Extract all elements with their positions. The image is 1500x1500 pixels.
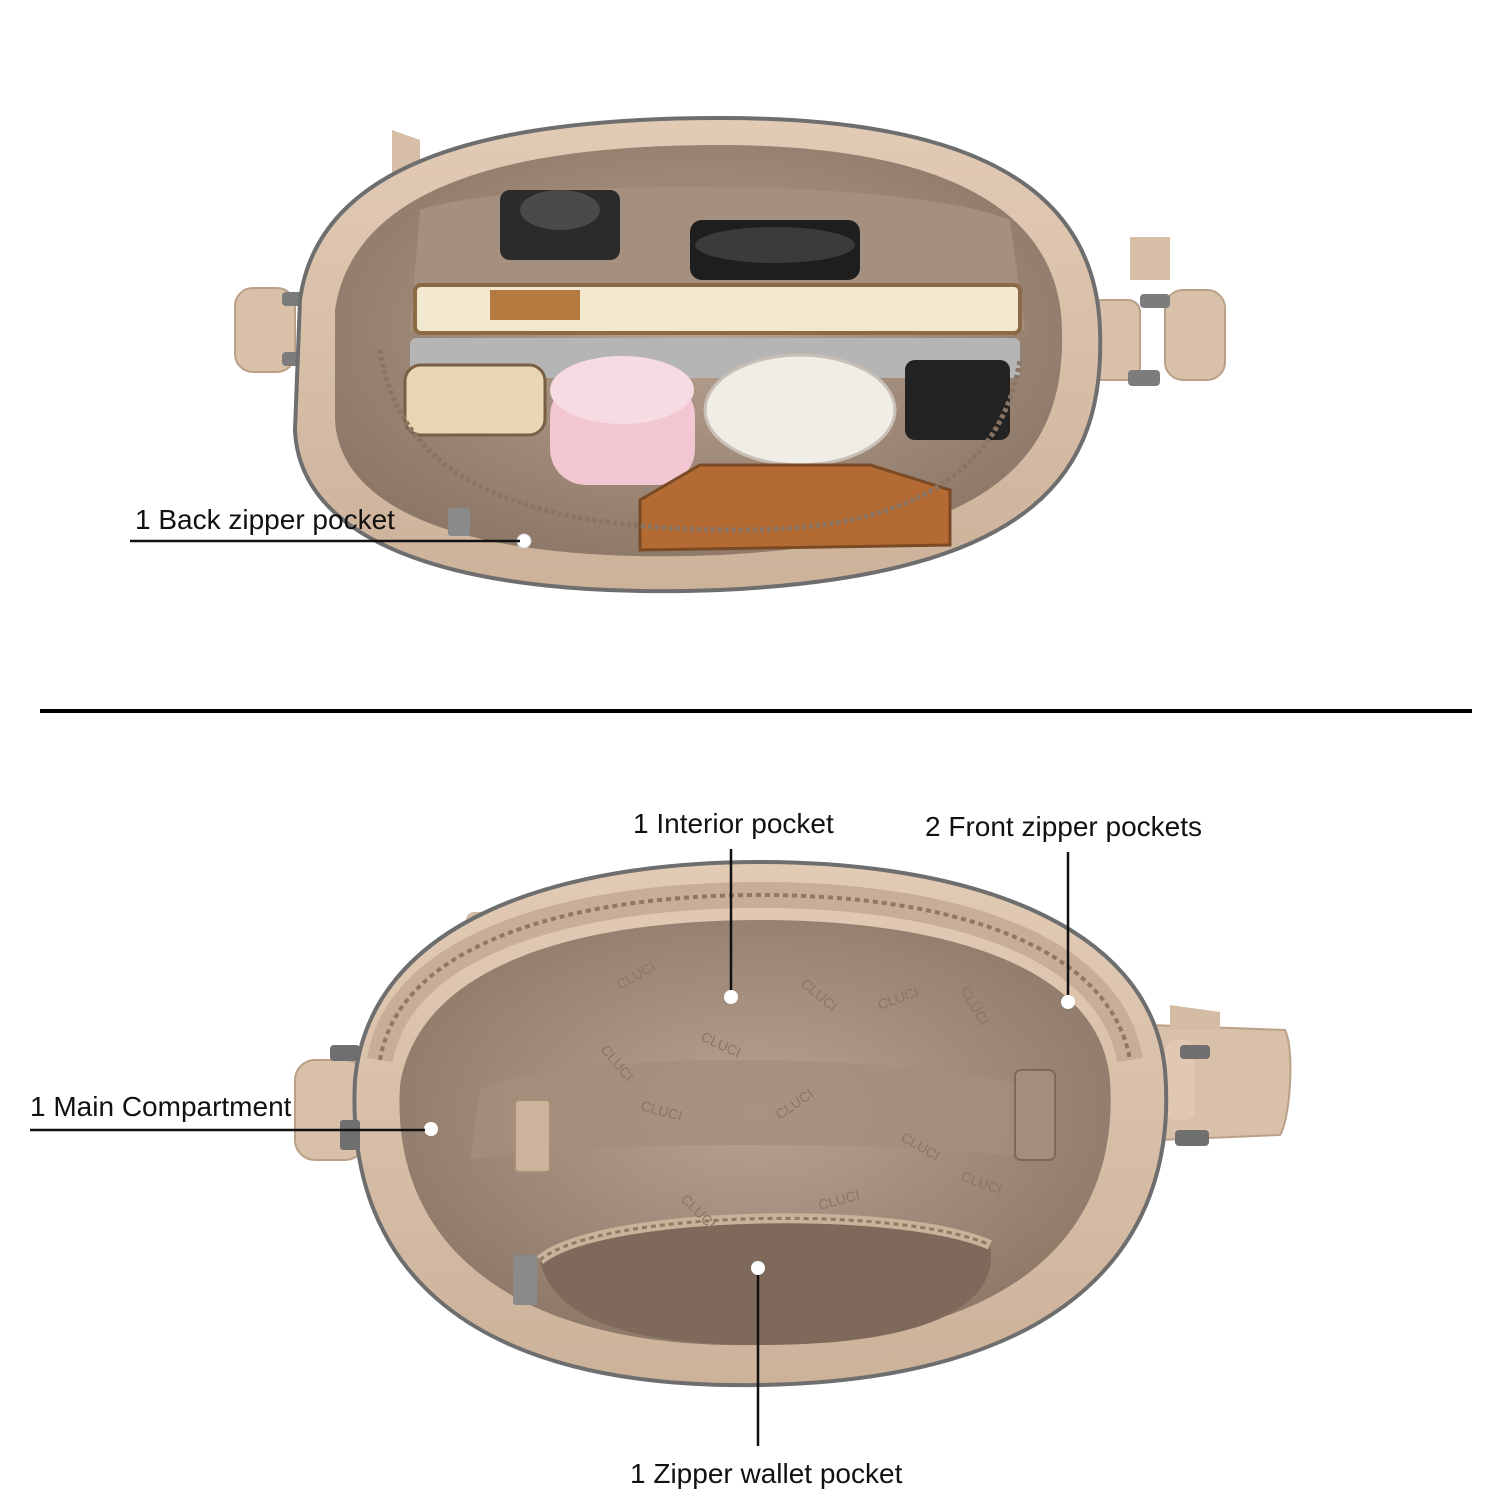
marker-wallet-pocket [751, 1261, 765, 1275]
top-bag [234, 115, 1226, 594]
label-zipper-wallet-pocket: 1 Zipper wallet pocket [630, 1458, 903, 1489]
marker-main-compartment [424, 1122, 438, 1136]
wallet [638, 463, 952, 552]
tape-measure [403, 363, 547, 437]
zipper-pull-top [448, 508, 470, 536]
zipper-pull-bottom [513, 1255, 537, 1305]
pink-jar [550, 356, 695, 485]
black-case [905, 360, 1010, 440]
tablet [410, 338, 1020, 378]
strap-right-bottom [1148, 1005, 1292, 1146]
label-front-zipper-pockets: 2 Front zipper pockets [925, 811, 1203, 842]
wallet-pocket [540, 1218, 992, 1345]
marker-interior-pocket [724, 990, 738, 1004]
label-back-zipper-pocket: 1 Back zipper pocket [135, 504, 395, 535]
marker-front-zipper [1061, 995, 1075, 1009]
interior-pocket [470, 1060, 1050, 1160]
side-clip [340, 1120, 360, 1150]
white-compact [703, 353, 897, 467]
label-interior-pocket: 1 Interior pocket [633, 808, 834, 839]
strap-right-top [1089, 237, 1226, 386]
label-main-compartment: 1 Main Compartment [30, 1091, 292, 1122]
